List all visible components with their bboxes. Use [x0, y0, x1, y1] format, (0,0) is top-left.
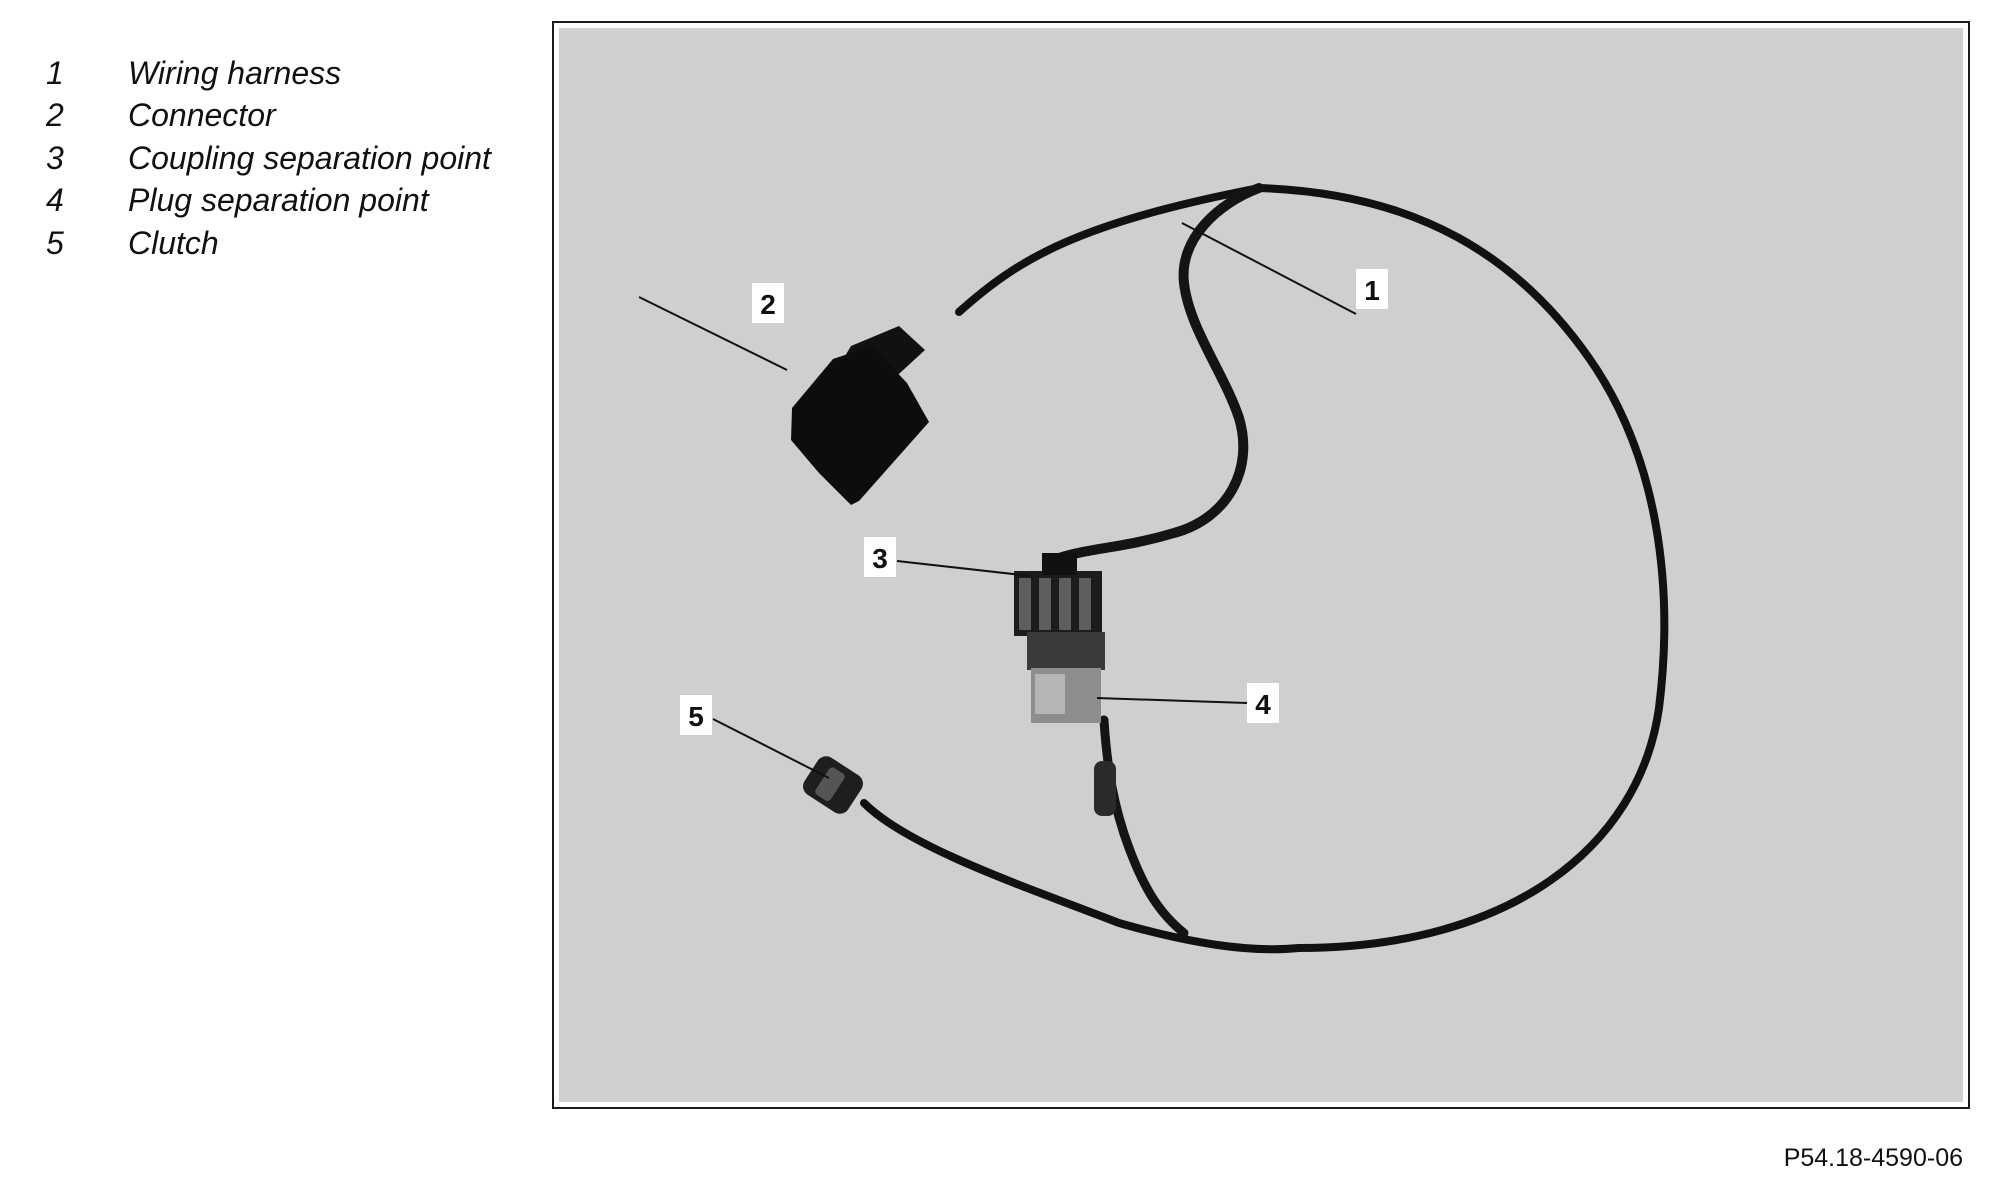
callout-1: 1 [1364, 275, 1380, 306]
plug-4 [1027, 632, 1105, 723]
leader-line-4 [1096, 697, 1248, 704]
legend-item-3: 3 Coupling separation point [46, 137, 491, 180]
coupling-pin [1019, 578, 1031, 630]
callout-3: 3 [872, 543, 888, 574]
coupling-pin [1039, 578, 1051, 630]
coupling-pin [1059, 578, 1071, 630]
legend-number: 2 [46, 97, 64, 134]
callout-box-3 [864, 537, 896, 577]
callout-2: 2 [760, 289, 776, 320]
plug-cable-grommet [1094, 761, 1116, 816]
figure-frame: 1 2 3 4 5 [552, 21, 1970, 1109]
coupling-top [1042, 553, 1077, 575]
legend-number: 4 [46, 182, 64, 219]
legend-number: 1 [46, 54, 64, 91]
plug-ridge [1027, 632, 1105, 670]
leader-line-1 [1181, 222, 1357, 315]
wiring-harness-photo: 1 2 3 4 5 [559, 28, 1963, 1102]
legend-label: Connector [128, 97, 276, 134]
legend-item-5: 5 Clutch [46, 222, 491, 265]
connector-body [791, 346, 929, 505]
callout-5: 5 [688, 701, 704, 732]
legend-number: 5 [46, 224, 64, 261]
legend-label: Plug separation point [128, 182, 429, 219]
callout-box-4 [1247, 683, 1279, 723]
connector-2 [791, 326, 929, 505]
callout-box-1 [1356, 269, 1388, 309]
plug-highlight [1035, 674, 1065, 714]
legend-item-4: 4 Plug separation point [46, 180, 491, 223]
coupling-pin [1079, 578, 1091, 630]
legend-label: Clutch [128, 224, 219, 261]
legend-item-2: 2 Connector [46, 95, 491, 138]
legend-label: Wiring harness [128, 54, 342, 91]
callout-box-2 [752, 283, 784, 323]
callout-box-5 [680, 695, 712, 735]
clutch-highlight [815, 767, 845, 801]
legend-number: 3 [46, 139, 64, 176]
figure-id: P54.18-4590-06 [1783, 1144, 1963, 1172]
legend-item-1: 1 Wiring harness [46, 52, 491, 95]
branch-cable [1054, 183, 1264, 563]
photo-background [559, 28, 1963, 1102]
legend-label: Coupling separation point [128, 139, 491, 176]
plug-cable [1099, 715, 1189, 938]
leader-line-5 [712, 718, 830, 779]
callout-4: 4 [1255, 689, 1271, 720]
clutch-5 [803, 756, 863, 814]
leader-line-3 [896, 560, 1032, 577]
coupling-3 [1014, 553, 1102, 636]
leader-line-2 [638, 296, 788, 371]
legend-list: 1 Wiring harness 2 Connector 3 Coupling … [46, 52, 491, 265]
